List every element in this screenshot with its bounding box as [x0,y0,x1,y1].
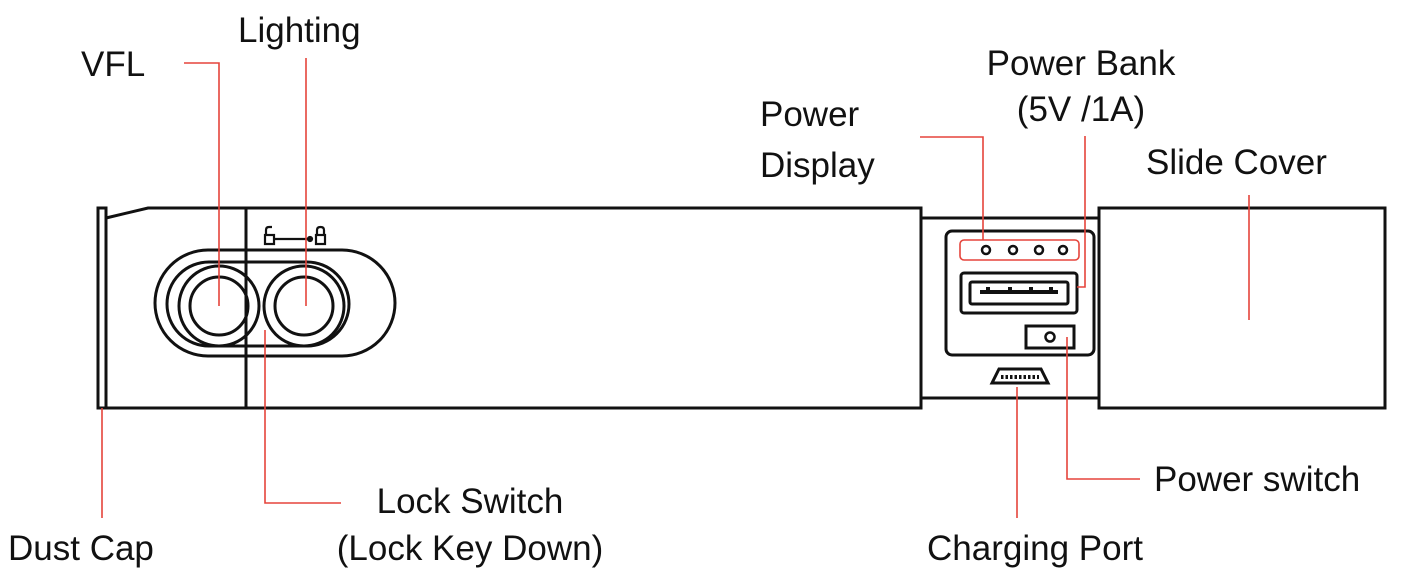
port-panel [944,229,1096,357]
label-charging-port: Charging Port [927,529,1143,568]
label-power-bank-line1: Power Bank [987,44,1176,83]
led-3 [1033,244,1045,256]
label-power-bank-line2: (5V /1A) [1017,90,1145,129]
labels: VFL Lighting Power Display Power Bank (5… [8,11,1360,568]
label-vfl: VFL [81,45,145,84]
lock-unlock-icon [263,225,327,246]
charging-port [989,367,1051,385]
slide-cover-body [1097,206,1387,410]
leader-led-box [959,239,1080,261]
label-lock-switch-line1: Lock Switch [377,482,564,521]
label-dust-cap: Dust Cap [8,529,154,568]
label-power-switch: Power switch [1154,460,1360,499]
led-4 [1057,244,1069,256]
label-power-display-line1: Power [760,95,860,134]
middle-section [919,216,1101,400]
lighting-lens-inner [273,275,335,337]
label-slide-cover: Slide Cover [1146,143,1327,182]
lens-inner-ring [165,260,351,348]
leader-vfl [184,62,220,306]
leader-lock-switch [264,330,341,504]
usb-port [959,271,1079,315]
leader-power-bank [1077,136,1086,288]
lighting-lens-outer [262,264,346,348]
led-2 [1007,244,1019,256]
leader-power-switch [1066,337,1140,480]
label-power-display-line2: Display [760,146,875,185]
leader-lines [101,58,1250,518]
lens-assembly [153,248,397,358]
lens-outer-ring [153,248,397,358]
label-lighting: Lighting [238,11,361,50]
label-lock-switch-line2: (Lock Key Down) [337,529,603,568]
led-1 [980,244,992,256]
power-switch [1024,324,1076,350]
leader-power-display [920,136,984,240]
main-housing [104,206,923,410]
power-display-leds [980,244,1069,256]
